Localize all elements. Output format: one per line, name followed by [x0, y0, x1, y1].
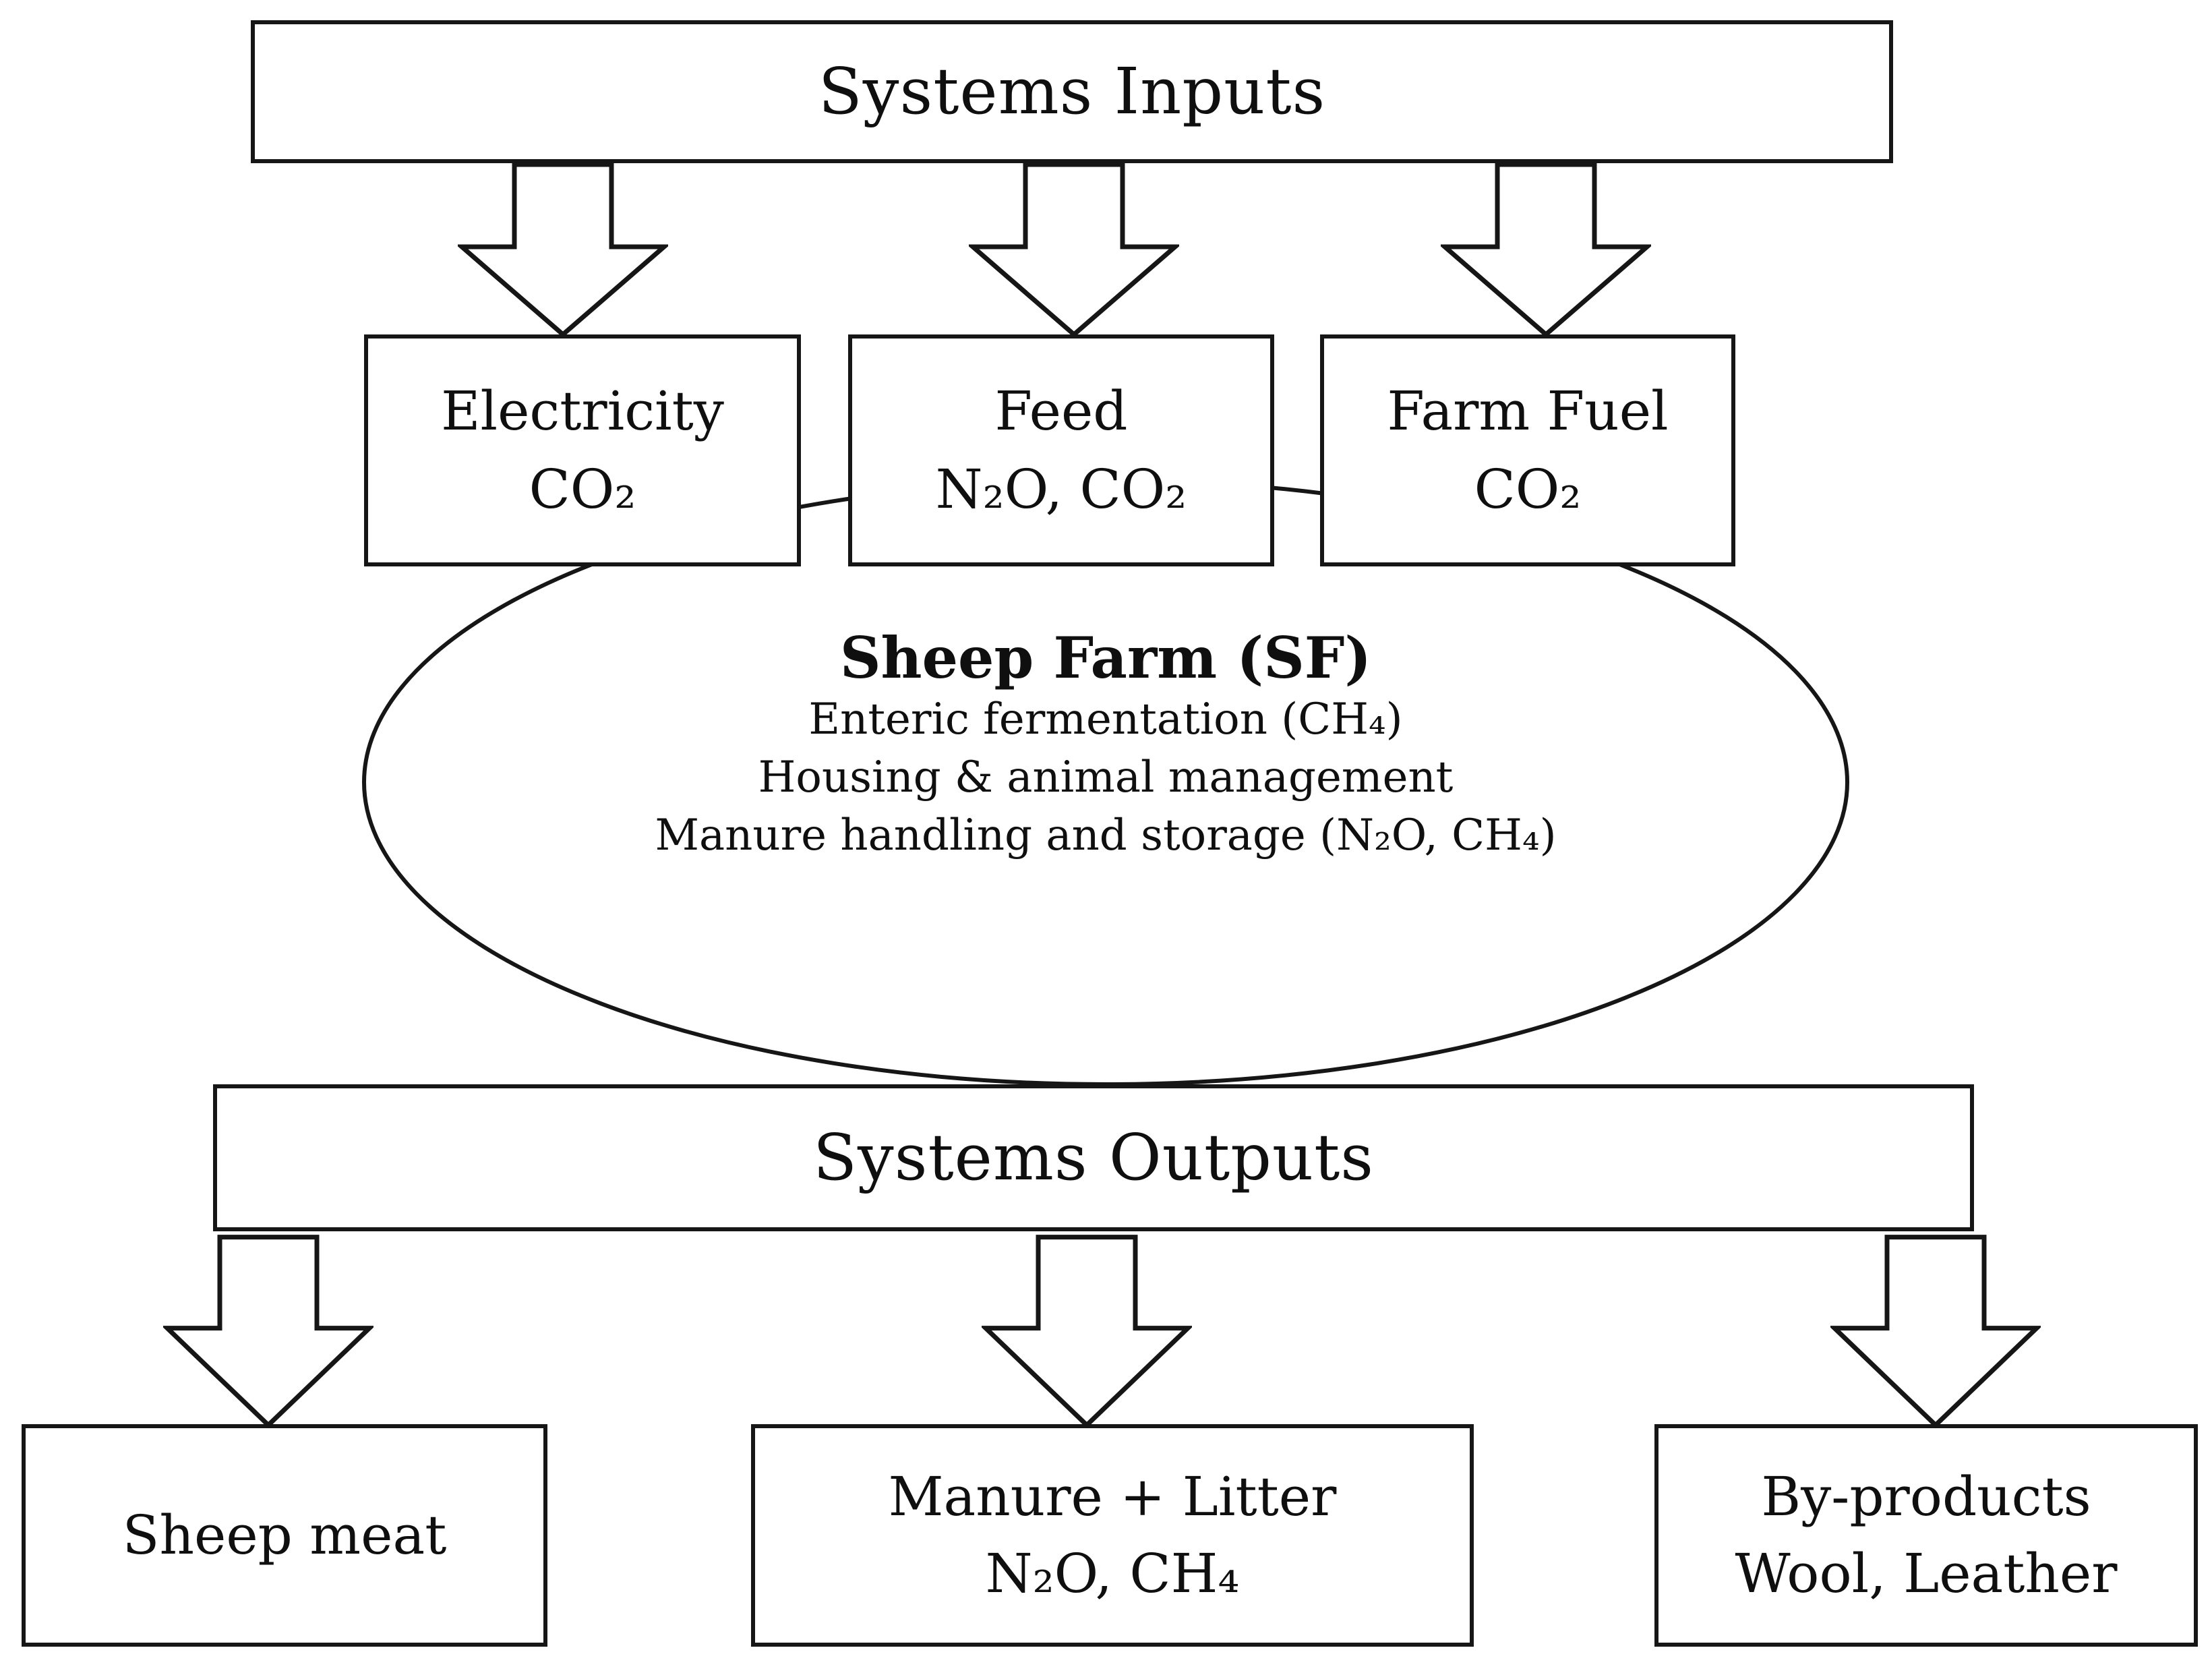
- farm-process-enteric-fermentation: Enteric fermentation (CH₄): [808, 695, 1403, 744]
- input-box-farm-fuel-line-1: Farm Fuel: [1387, 380, 1669, 442]
- output-box-by-products-line-1: By-products: [1761, 1465, 2091, 1528]
- output-box-manure-litter-line-2: N₂O, CH₄: [985, 1542, 1240, 1605]
- sheep-farm-text-block: Sheep Farm (SF) Enteric fermentation (CH…: [499, 626, 1712, 864]
- down-arrow-input-1: [458, 160, 668, 339]
- input-box-farm-fuel: Farm Fuel CO₂: [1320, 334, 1735, 566]
- input-box-electricity-line-1: Electricity: [441, 380, 724, 442]
- farm-process-housing-management: Housing & animal management: [758, 753, 1454, 802]
- input-box-feed-line-2: N₂O, CO₂: [935, 458, 1187, 521]
- down-arrow-input-2: [969, 160, 1179, 339]
- systems-outputs-box: Systems Outputs: [213, 1084, 1974, 1231]
- input-box-feed-line-1: Feed: [994, 380, 1128, 442]
- output-box-by-products-line-2: Wool, Leather: [1735, 1542, 2118, 1605]
- systems-inputs-label: Systems Inputs: [818, 54, 1326, 129]
- output-box-sheep-meat: Sheep meat: [22, 1424, 547, 1647]
- down-arrow-output-2: [982, 1233, 1192, 1430]
- output-box-sheep-meat-line-1: Sheep meat: [122, 1504, 447, 1566]
- down-arrow-output-3: [1830, 1233, 2041, 1430]
- output-box-manure-litter-line-1: Manure + Litter: [888, 1465, 1337, 1528]
- systems-outputs-label: Systems Outputs: [812, 1120, 1375, 1195]
- input-box-farm-fuel-line-2: CO₂: [1474, 458, 1582, 521]
- down-arrow-input-3: [1441, 160, 1651, 339]
- systems-inputs-box: Systems Inputs: [251, 20, 1893, 163]
- sheep-farm-title: Sheep Farm (SF): [839, 624, 1372, 691]
- input-box-feed: Feed N₂O, CO₂: [848, 334, 1274, 566]
- output-box-by-products: By-products Wool, Leather: [1654, 1424, 2198, 1647]
- input-box-electricity: Electricity CO₂: [364, 334, 801, 566]
- down-arrow-output-1: [163, 1233, 373, 1430]
- input-box-electricity-line-2: CO₂: [529, 458, 636, 521]
- farm-process-manure-handling: Manure handling and storage (N₂O, CH₄): [655, 811, 1557, 860]
- output-box-manure-litter: Manure + Litter N₂O, CH₄: [751, 1424, 1474, 1647]
